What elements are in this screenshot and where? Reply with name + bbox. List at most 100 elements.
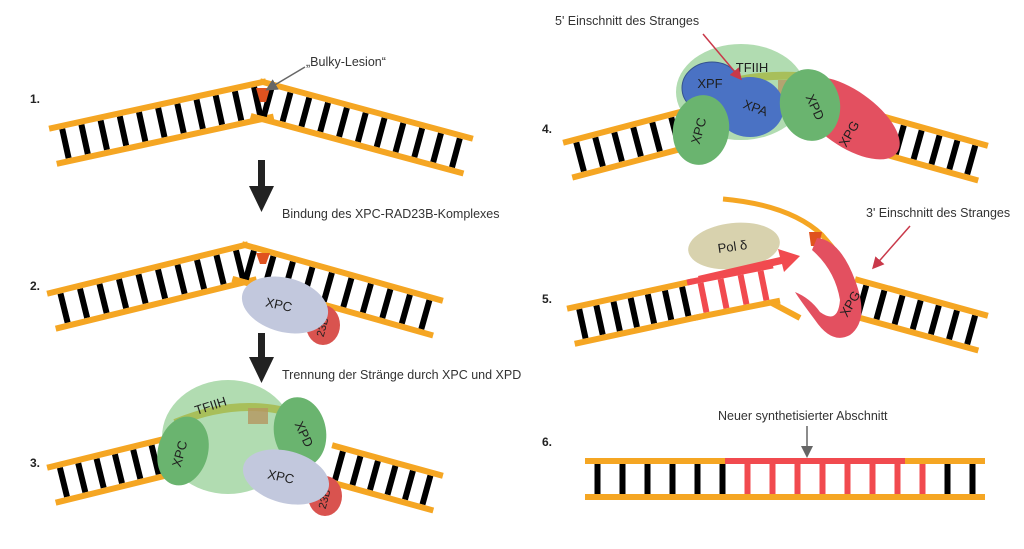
dna-strand-bottom	[574, 313, 702, 347]
xpa-protein	[716, 77, 784, 137]
base-pair	[194, 259, 208, 290]
base-pair	[373, 117, 388, 148]
base-pair	[402, 469, 416, 501]
base-pair	[231, 90, 245, 122]
base-pair	[576, 308, 589, 340]
dna-strand-bottom	[249, 113, 465, 177]
base-pair	[136, 111, 149, 143]
base-pair	[56, 466, 70, 498]
xpc-label: XPC	[266, 466, 295, 486]
synthesis-direction-arrow	[698, 249, 800, 283]
base-pair	[59, 128, 72, 159]
dna-strand-top	[562, 108, 684, 146]
base-pair	[233, 249, 247, 281]
base-pair	[57, 292, 71, 324]
pol-delta-protein	[688, 222, 780, 270]
base-pair	[320, 271, 335, 303]
transition-label-1: Bindung des XPC-RAD23B-Komplexes	[282, 207, 499, 221]
base-pair	[910, 129, 925, 161]
lesion-pointer-arrow	[265, 66, 306, 91]
base-pair	[174, 103, 187, 134]
base-pair	[155, 107, 168, 138]
dna-strand-bottom	[693, 297, 781, 321]
bulky-lesion	[256, 253, 270, 264]
base-pair	[757, 270, 770, 301]
dna-strand-top	[854, 276, 989, 319]
base-pair	[891, 294, 906, 326]
step-number-1: 1.	[30, 92, 40, 106]
xpc-protein	[672, 95, 730, 165]
base-pair	[332, 450, 346, 482]
xpc-protein	[157, 416, 209, 486]
xpc-label: XPC	[688, 116, 709, 146]
base-pair	[97, 119, 110, 151]
xpd-protein	[273, 397, 327, 467]
base-pair	[573, 141, 587, 173]
bulky-lesion	[256, 88, 270, 102]
dna-strand-bottom	[54, 276, 258, 332]
base-pair	[155, 268, 169, 300]
base-pair	[317, 101, 331, 133]
base-pair	[717, 278, 730, 309]
dna-strand-bottom	[844, 311, 980, 354]
base-pair	[148, 444, 162, 476]
bulky-lesion-label: „Bulky-Lesion“	[306, 55, 386, 69]
base-pair	[96, 283, 110, 314]
base-pair	[928, 134, 943, 166]
base-pair	[644, 293, 658, 325]
base-pair	[367, 460, 381, 491]
transition-arrow-1-head	[249, 186, 274, 212]
base-pair	[251, 86, 264, 117]
base-pair	[873, 289, 888, 321]
dna-step-6	[585, 458, 985, 500]
base-pair	[398, 293, 413, 325]
base-pair	[430, 132, 444, 164]
base-pair	[213, 254, 227, 285]
5prime-incision-label: 5' Einschnitt des Stranges	[555, 14, 699, 28]
base-pair	[392, 122, 407, 153]
dna-strand-top	[259, 78, 474, 142]
step-number-6: 6.	[542, 435, 552, 449]
dna-strand-bottom	[54, 471, 173, 506]
base-pair	[242, 249, 257, 281]
dna-step-1	[48, 78, 474, 177]
xpc-protein	[242, 449, 330, 505]
base-pair	[384, 465, 399, 496]
dna-strand-top	[566, 278, 694, 312]
transition-arrow-2-shaft	[258, 333, 265, 359]
xpf-label: XPF	[697, 76, 722, 91]
step-number-3: 3.	[30, 456, 40, 470]
base-pair	[174, 263, 188, 295]
xpc-label: XPC	[169, 439, 190, 469]
pol-delta-label: Pol δ	[717, 237, 748, 256]
step-number-5: 5.	[542, 292, 552, 306]
xpc-protein	[241, 276, 329, 334]
base-pair	[419, 474, 434, 506]
base-pair	[697, 282, 710, 313]
base-pair	[130, 448, 144, 480]
base-pair	[946, 309, 960, 341]
base-pair	[349, 455, 364, 486]
step-number-2: 2.	[30, 279, 40, 293]
3prime-incision-label: 3' Einschnitt des Stranges	[866, 206, 1010, 220]
transition-label-2: Trennung der Stränge durch XPC und XPD	[282, 368, 521, 382]
base-pair	[75, 462, 89, 494]
base-pair	[354, 112, 369, 143]
base-pair	[630, 126, 644, 158]
base-pair	[93, 457, 107, 489]
base-pair	[964, 144, 979, 176]
base-pair	[661, 289, 675, 321]
base-pair	[946, 139, 961, 171]
base-pair	[135, 273, 149, 305]
base-pair	[449, 137, 463, 169]
base-pair	[359, 282, 374, 314]
base-pair	[340, 277, 355, 308]
transition-arrow-2-head	[249, 357, 274, 383]
base-pair	[411, 127, 426, 158]
base-pair	[298, 96, 313, 128]
dna-strand-bottom	[321, 477, 435, 514]
3prime-incision-arrow	[872, 225, 911, 270]
base-pair	[927, 304, 942, 336]
dna-strand-bottom	[56, 113, 275, 167]
